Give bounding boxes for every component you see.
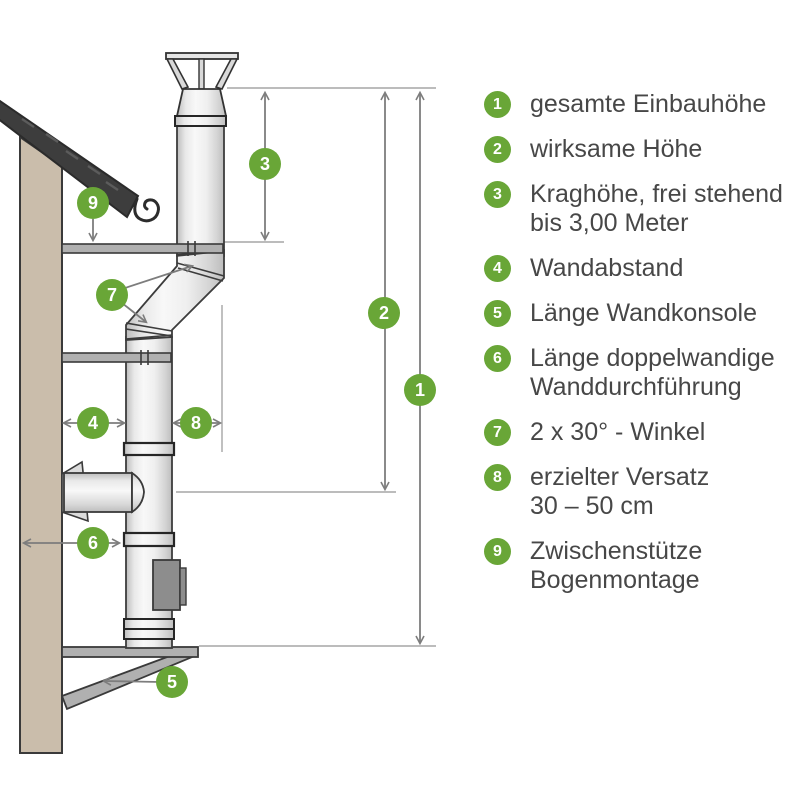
legend-item-4: 4 Wandabstand xyxy=(484,254,794,283)
legend-label-3-line2: bis 3,00 Meter xyxy=(530,209,689,237)
legend-badge-2: 2 xyxy=(484,136,511,163)
callout-9-number: 9 xyxy=(88,193,98,213)
house-wall xyxy=(19,135,63,754)
dim-arrow-5 xyxy=(101,676,161,686)
cap-top-plate xyxy=(165,52,239,60)
legend-label-9: Zwischenstütze xyxy=(530,537,703,565)
roof-tile-hatching xyxy=(21,118,119,191)
legend-label-9-line2: Bogenmontage xyxy=(530,566,700,594)
legend-label-3: Kraghöhe, frei stehend xyxy=(530,180,783,208)
legend-badge-7: 7 xyxy=(484,419,511,446)
callout-1: 1 xyxy=(404,374,436,406)
wall-bracket-upper xyxy=(61,241,224,256)
legend-label-4: Wandabstand xyxy=(530,254,684,282)
callout-6-number: 6 xyxy=(88,533,98,553)
callout-6: 6 xyxy=(77,527,109,559)
legend-badge-4: 4 xyxy=(484,255,511,282)
legend-label-8: erzielter Versatz xyxy=(530,463,710,491)
locking-band-lower xyxy=(122,531,176,548)
callout-3-number: 3 xyxy=(260,154,270,174)
legend-badge-1: 1 xyxy=(484,91,511,118)
legend-label-8-line2: 30 – 50 cm xyxy=(530,492,654,520)
legend-item-1: 1 gesamte Einbauhöhe xyxy=(484,90,794,119)
diagram-callouts: 1 2 3 4 5 6 7 8 xyxy=(77,148,436,698)
cap-cone xyxy=(175,88,228,117)
cap-leg-left xyxy=(165,58,190,90)
inspection-door-handle xyxy=(179,567,187,606)
leader-7-lower xyxy=(121,302,148,324)
legend-item-2: 2 wirksame Höhe xyxy=(484,135,794,164)
upper-pipe xyxy=(176,125,225,257)
cap-leg-right xyxy=(214,58,239,90)
callout-8: 8 xyxy=(180,407,212,439)
roof-edge-hook xyxy=(133,197,160,223)
callout-1-number: 1 xyxy=(415,380,425,400)
cap-collar-band xyxy=(174,115,227,127)
callout-3: 3 xyxy=(249,148,281,180)
legend-badge-3: 3 xyxy=(484,181,511,208)
legend-label-6-line2: Wanddurchführung xyxy=(530,373,742,401)
wall-bracket-middle xyxy=(61,350,172,365)
legend-label-7: 2 x 30° - Winkel xyxy=(530,418,706,446)
callout-7: 7 xyxy=(96,279,128,311)
tee-connector xyxy=(63,472,133,513)
legend-badge-8: 8 xyxy=(484,464,511,491)
callout-2: 2 xyxy=(368,297,400,329)
cap-center-post xyxy=(198,58,205,90)
roof xyxy=(0,99,140,219)
locking-band-upper xyxy=(122,441,176,457)
leader-7-upper xyxy=(124,263,195,289)
callout-4: 4 xyxy=(77,407,109,439)
legend-label-6: Länge doppelwandige xyxy=(530,344,775,372)
callout-5: 5 xyxy=(156,666,188,698)
rain-cap xyxy=(165,52,239,127)
offset-elbow xyxy=(125,248,225,341)
base-band-2 xyxy=(123,628,175,640)
callout-9: 9 xyxy=(77,187,109,219)
callout-2-number: 2 xyxy=(379,303,389,323)
legend-item-7: 7 2 x 30° - Winkel xyxy=(484,418,794,447)
legend-label-1: gesamte Einbauhöhe xyxy=(530,90,767,118)
legend-badge-5: 5 xyxy=(484,300,511,327)
legend: 1 gesamte Einbauhöhe 2 wirksame Höhe 3 K… xyxy=(484,90,794,595)
callout-7-number: 7 xyxy=(107,285,117,305)
legend-item-5: 5 Länge Wandkonsole xyxy=(484,299,794,328)
callout-8-number: 8 xyxy=(191,413,201,433)
callout-5-number: 5 xyxy=(167,672,177,692)
legend-label-2: wirksame Höhe xyxy=(530,135,703,163)
tee-connector-nose xyxy=(131,471,145,514)
inspection-door xyxy=(152,559,181,611)
legend-badge-9: 9 xyxy=(484,538,511,565)
callout-4-number: 4 xyxy=(88,413,98,433)
legend-label-5: Länge Wandkonsole xyxy=(530,299,758,327)
legend-badge-6: 6 xyxy=(484,345,511,372)
